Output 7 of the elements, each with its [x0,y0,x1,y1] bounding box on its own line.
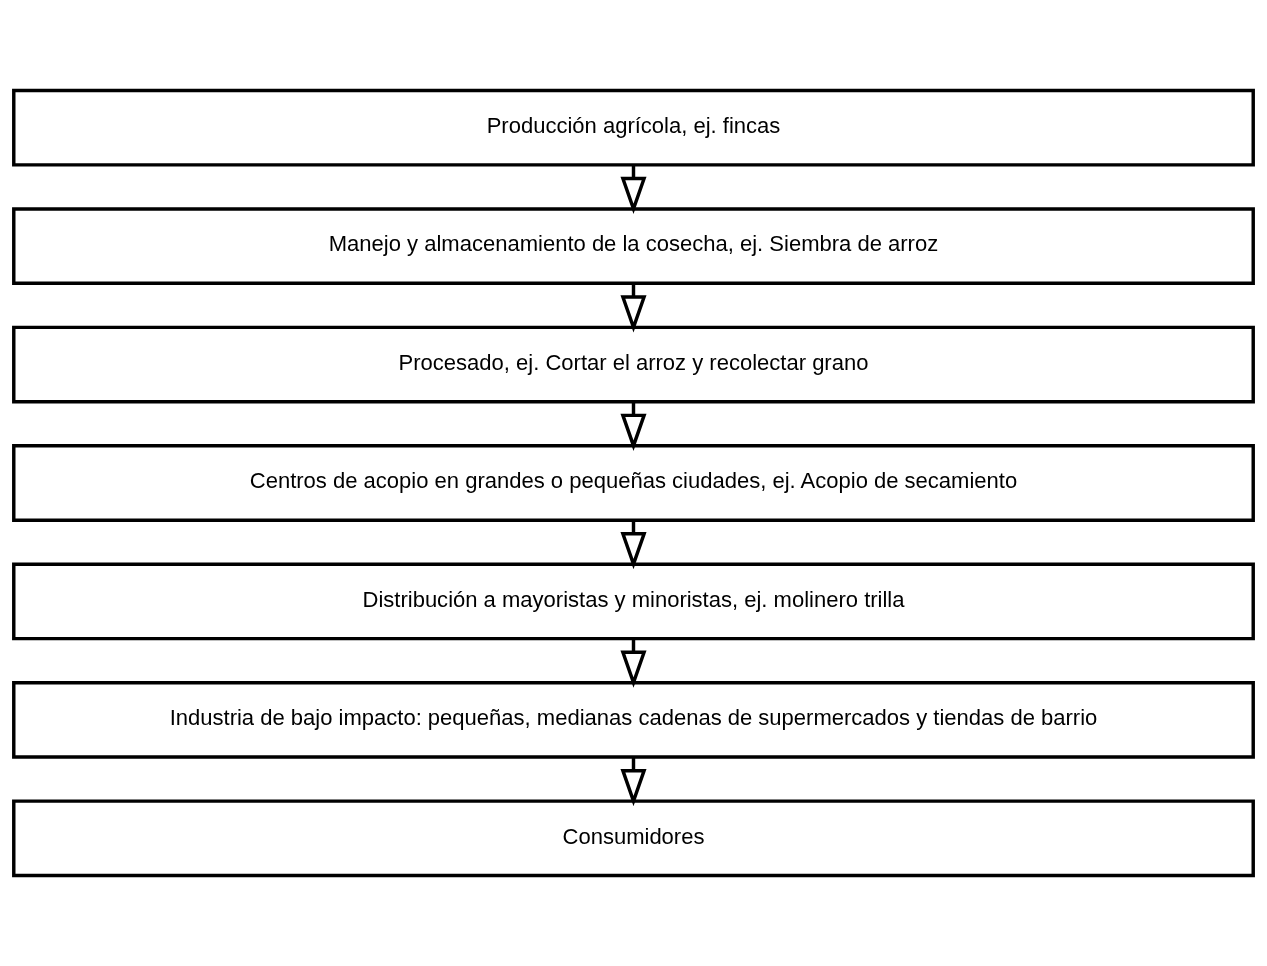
node-box: Industria de bajo impacto: pequeñas, medianas cadenas de supermercados y tiendas de barrio [12,680,1255,759]
node-box: Manejo y almacenamiento de la cosecha, ej. Siembra de arroz [12,207,1255,286]
node-box: Consumidores [12,799,1255,878]
node-box: Centros de acopio en grandes o pequeñas ciudades, ej. Acopio de secamiento [12,444,1255,522]
node-box: Procesado, ej. Cortar el arroz y recolectar grano [12,325,1255,404]
node-box: Producción agrícola, ej. fincas [12,88,1255,167]
node-box: Distribución a mayoristas y minoristas, ej. molinero trilla [12,562,1255,641]
